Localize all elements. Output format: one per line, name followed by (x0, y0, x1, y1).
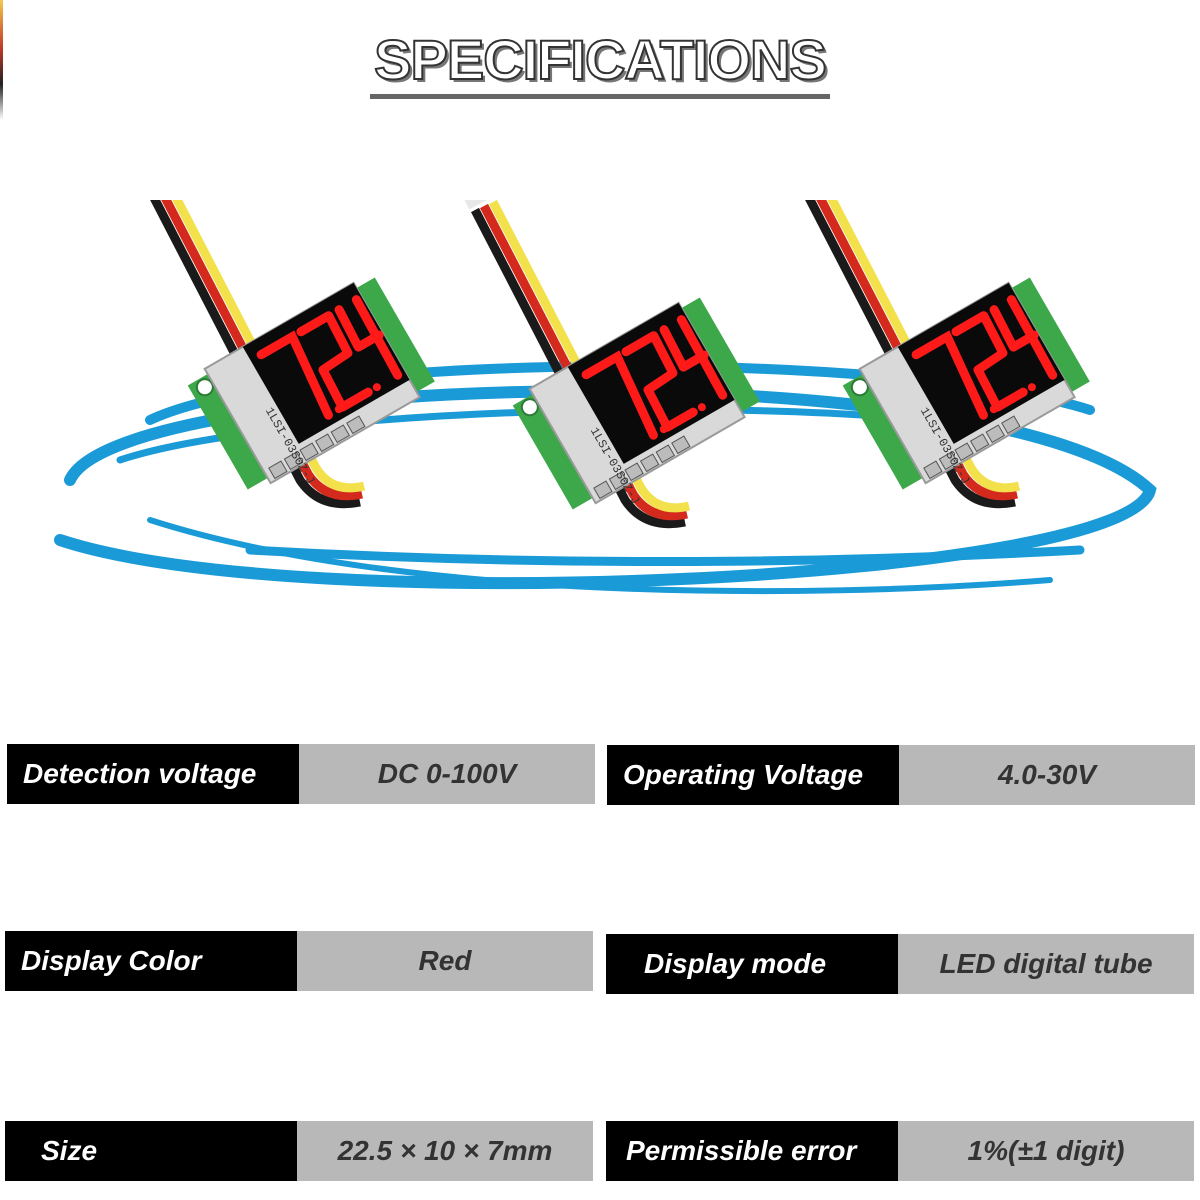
spec-value: 4.0-30V (899, 745, 1195, 805)
voltmeter-module-3 (795, 200, 1103, 512)
spec-row-permissible-error: Permissible error 1%(±1 digit) (606, 1121, 1194, 1181)
edge-decoration (0, 0, 3, 120)
spec-row-display-mode: Display mode LED digital tube (606, 934, 1194, 994)
voltmeter-module-1 (140, 200, 448, 512)
spec-row-operating-voltage: Operating Voltage 4.0-30V (607, 745, 1195, 805)
spec-row-size: Size 22.5 × 10 × 7mm (5, 1121, 593, 1181)
spec-value: DC 0-100V (299, 744, 595, 804)
spec-row-detection-voltage: Detection voltage DC 0-100V (7, 744, 595, 804)
spec-row-display-color: Display Color Red (5, 931, 593, 991)
spec-label: Permissible error (606, 1121, 898, 1181)
spec-label: Detection voltage (7, 744, 299, 804)
product-hero-image: 1LSI-03S0Z-J (54, 200, 1157, 595)
page-title: SPECIFICATIONS (370, 27, 830, 99)
spec-label: Operating Voltage (607, 745, 899, 805)
spec-value: 22.5 × 10 × 7mm (297, 1121, 593, 1181)
spec-value: Red (297, 931, 593, 991)
spec-value: LED digital tube (898, 934, 1194, 994)
spec-value: 1%(±1 digit) (898, 1121, 1194, 1181)
page-title-wrapper: SPECIFICATIONS (0, 27, 1200, 99)
spec-label: Display mode (606, 934, 898, 994)
spec-label: Size (5, 1121, 297, 1181)
spec-label: Display Color (5, 931, 297, 991)
